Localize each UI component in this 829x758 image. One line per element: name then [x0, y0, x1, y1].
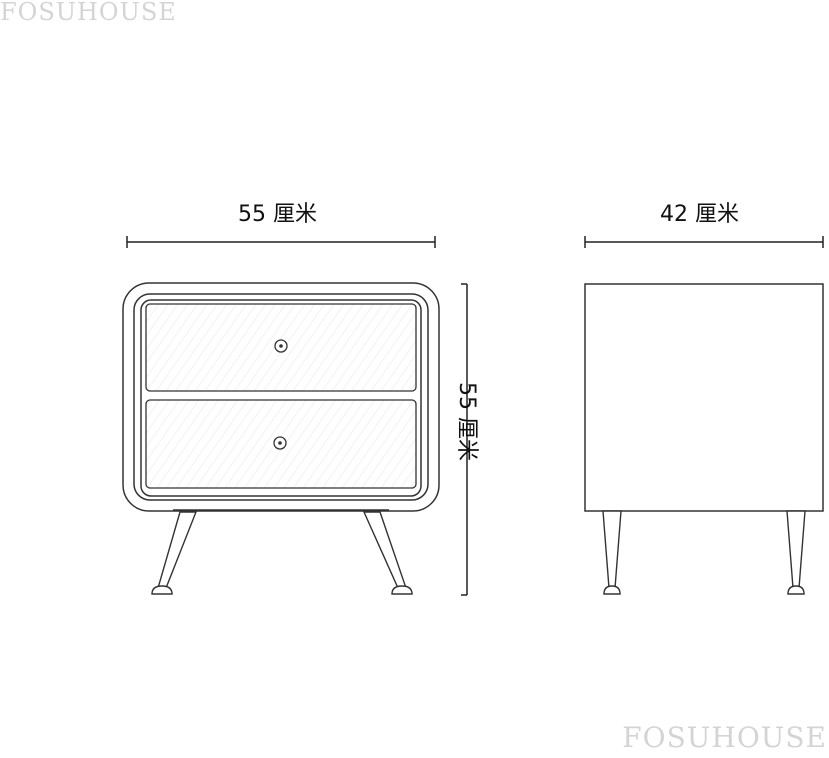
front-left-leg	[151, 511, 198, 595]
side-depth-dimension-line	[584, 236, 824, 248]
side-right-leg	[786, 510, 806, 595]
side-view	[584, 283, 824, 595]
side-cabinet-body	[584, 283, 824, 512]
side-depth-label: 42 厘米	[660, 202, 739, 227]
height-label: 55 厘米	[454, 382, 479, 461]
front-view	[122, 282, 440, 595]
brand-watermark-bottom: FOSUHOUSE	[622, 721, 827, 754]
brand-watermark-top: FOSUHOUSE	[0, 0, 177, 26]
bottom-drawer	[145, 399, 417, 489]
front-width-label: 55 厘米	[238, 202, 317, 227]
side-left-leg	[602, 510, 622, 595]
front-right-leg	[362, 511, 413, 595]
top-drawer	[145, 303, 417, 392]
height-dimension-line	[461, 283, 468, 596]
front-width-dimension-line	[126, 236, 436, 248]
